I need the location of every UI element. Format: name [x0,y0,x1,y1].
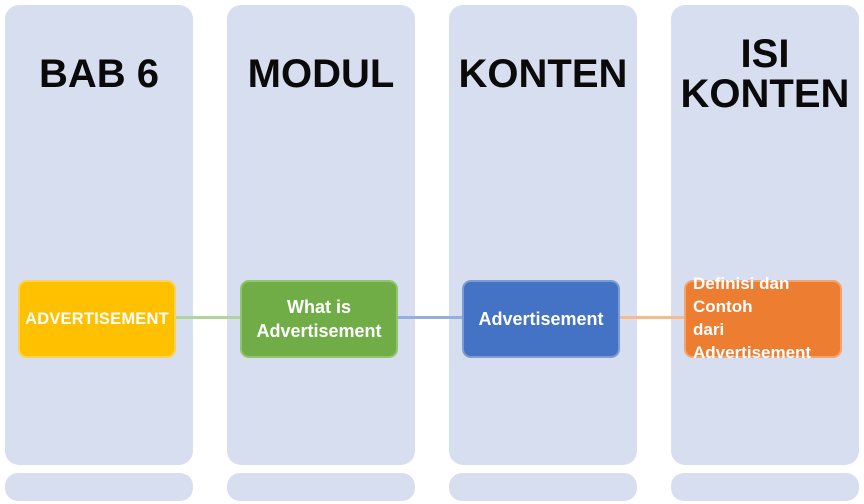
column-background [449,5,637,465]
column-isi-konten: ISI KONTEN Definisi dan Contoh dari Adve… [671,0,859,504]
column-header: MODUL [247,52,395,96]
node-box-advertisement[interactable]: ADVERTISEMENT [18,280,176,358]
node-box-advertisement-konten[interactable]: Advertisement [462,280,620,358]
connector-line-1 [175,316,241,319]
column-modul: MODUL What is Advertisement [227,0,415,504]
column-bab6: BAB 6 ADVERTISEMENT [5,0,193,504]
column-header: BAB 6 [38,52,160,96]
column-header: ISI KONTEN [680,32,850,116]
column-footer-strip [671,473,859,501]
node-box-definisi-dan-contoh[interactable]: Definisi dan Contoh dari Advertisement [684,274,842,362]
column-background [227,5,415,465]
column-background [671,5,859,465]
column-header: KONTEN [458,52,628,96]
column-footer-strip [227,473,415,501]
column-konten: KONTEN Advertisement [449,0,637,504]
connector-line-2 [397,316,463,319]
node-box-what-is-advertisement[interactable]: What is Advertisement [240,280,398,358]
column-footer-strip [5,473,193,501]
column-footer-strip [449,473,637,501]
connector-line-3 [619,316,685,319]
column-background [5,5,193,465]
